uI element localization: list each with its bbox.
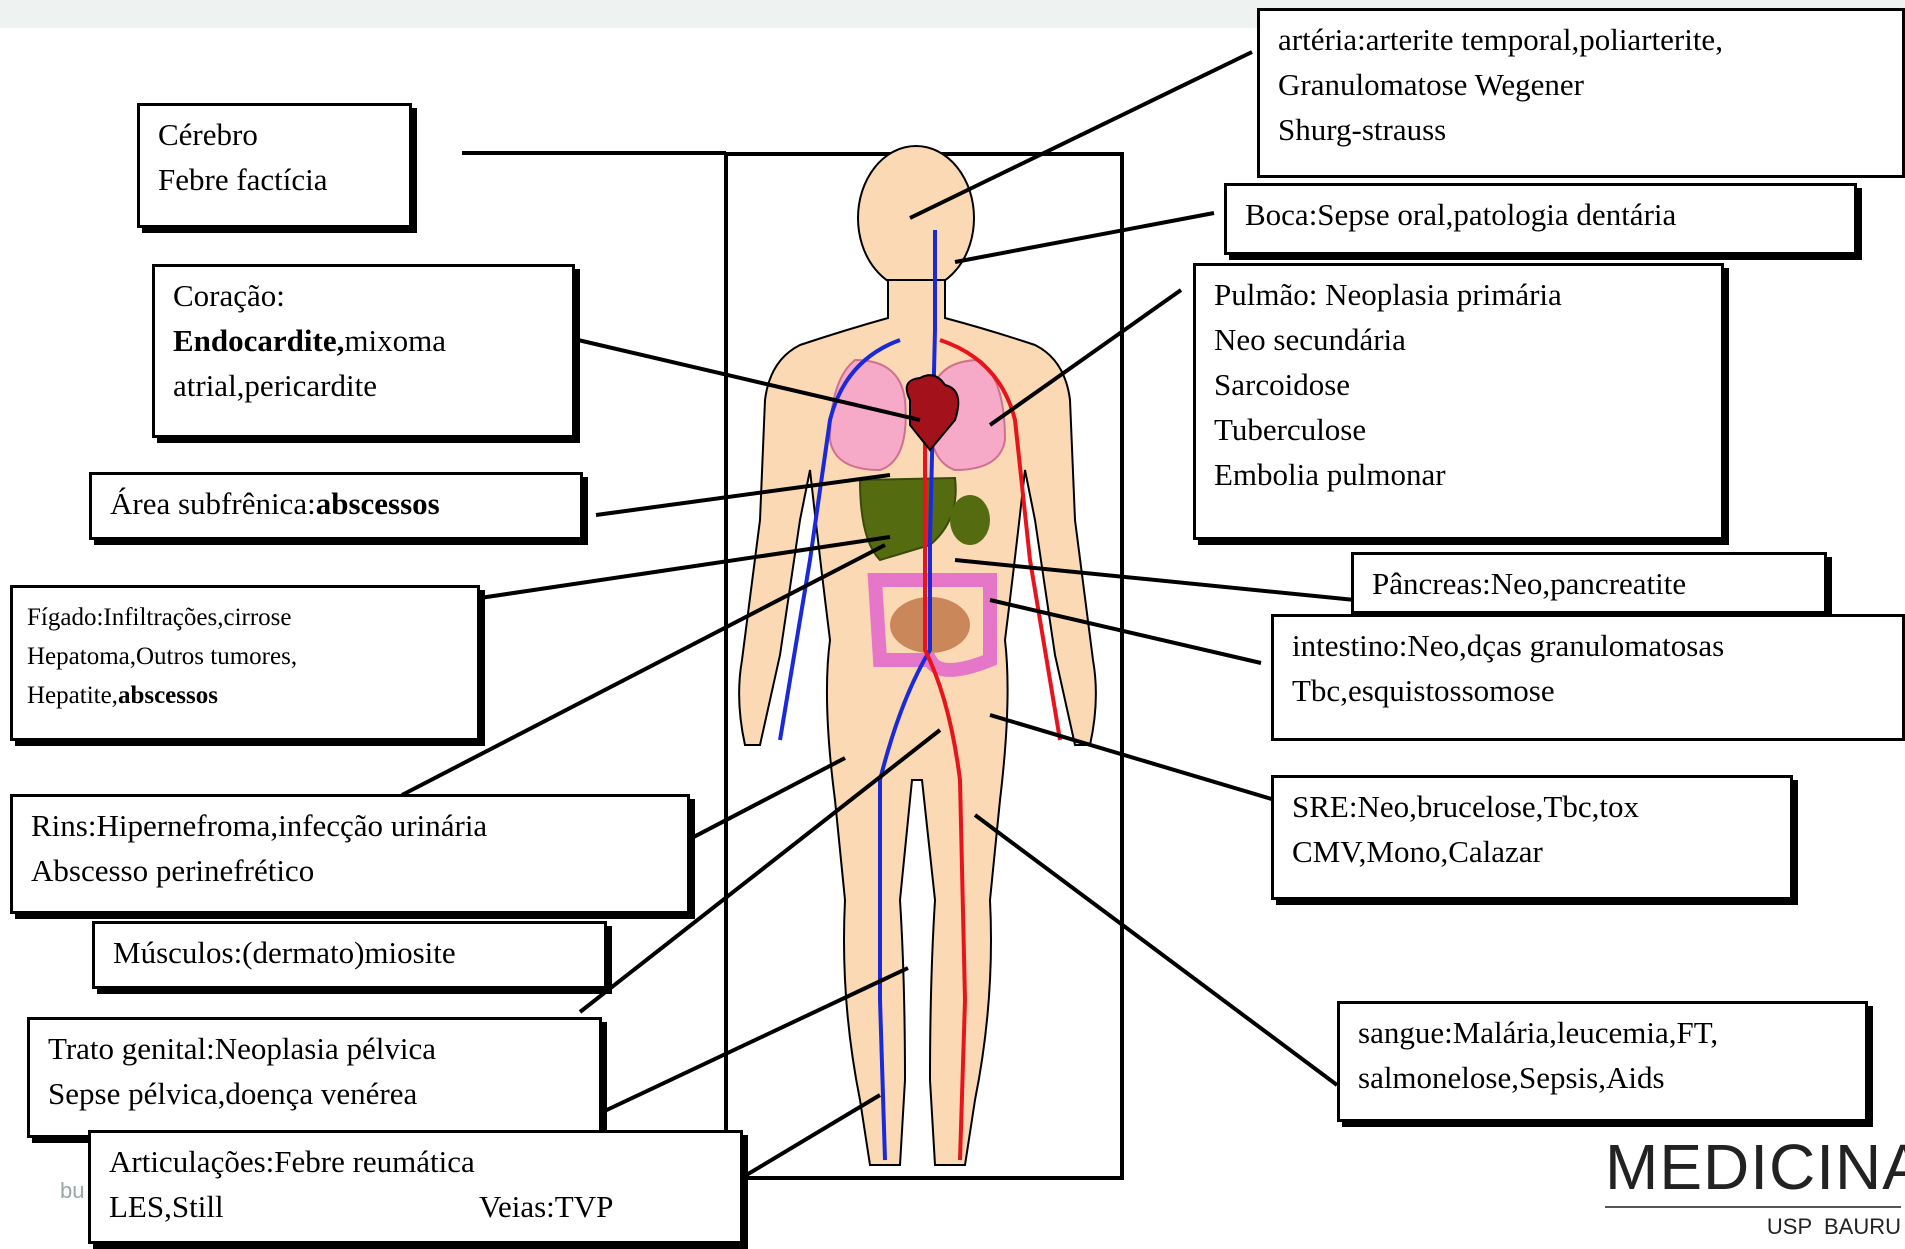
pulmao-box: Pulmão: Neoplasia primária Neo secundári… bbox=[1193, 263, 1724, 540]
genital-box: Trato genital:Neoplasia pélvica Sepse pé… bbox=[27, 1017, 602, 1138]
figado-line2: Hepatoma,Outros tumores, bbox=[27, 637, 463, 676]
figado-line3-bold: abscessos bbox=[118, 682, 218, 709]
coracao-line2-rest: mixoma bbox=[344, 323, 446, 358]
intestino-box: intestino:Neo,dças granulomatosas Tbc,es… bbox=[1271, 614, 1905, 741]
logo-sub: USP BAURU bbox=[1767, 1214, 1901, 1240]
intestino-line1: intestino:Neo,dças granulomatosas bbox=[1292, 623, 1884, 668]
cerebro-box: Cérebro Febre factícia bbox=[137, 103, 412, 228]
logo-main: MEDICINA bbox=[1605, 1130, 1905, 1204]
rins-line2: Abscesso perinefrético bbox=[31, 848, 669, 893]
genital-line1: Trato genital:Neoplasia pélvica bbox=[48, 1026, 581, 1071]
sre-box: SRE:Neo,brucelose,Tbc,tox CMV,Mono,Calaz… bbox=[1271, 775, 1793, 900]
figado-box: Fígado:Infiltrações,cirrose Hepatoma,Out… bbox=[10, 585, 480, 741]
footer-text: bu bbox=[60, 1178, 84, 1204]
pancreas-text: Pâncreas:Neo,pancreatite bbox=[1372, 566, 1686, 601]
arteria-box: artéria:arterite temporal,poliarterite, … bbox=[1257, 8, 1905, 178]
musculos-box: Músculos:(dermato)miosite bbox=[92, 921, 607, 989]
pulmao-line5: Embolia pulmonar bbox=[1214, 452, 1703, 497]
figado-line3-text: Hepatite, bbox=[27, 682, 118, 709]
sangue-box: sangue:Malária,leucemia,FT, salmonelose,… bbox=[1337, 1001, 1868, 1122]
sre-line2: CMV,Mono,Calazar bbox=[1292, 829, 1772, 874]
cerebro-line2: Febre factícia bbox=[158, 157, 391, 202]
articulacoes-line2-left: LES,Still bbox=[109, 1184, 479, 1229]
spleen bbox=[950, 495, 990, 545]
arteria-line3: Shurg-strauss bbox=[1278, 107, 1884, 152]
boca-box: Boca:Sepse oral,patologia dentária bbox=[1224, 183, 1857, 255]
pulmao-line1: Pulmão: Neoplasia primária bbox=[1214, 272, 1703, 317]
pulmao-line3: Sarcoidose bbox=[1214, 362, 1703, 407]
coracao-line2: Endocardite,mixoma bbox=[173, 318, 554, 363]
arteria-line2: Granulomatose Wegener bbox=[1278, 62, 1884, 107]
articulacoes-box: Articulações:Febre reumática LES,Still V… bbox=[88, 1130, 743, 1244]
pulmao-line2: Neo secundária bbox=[1214, 317, 1703, 362]
cerebro-line1: Cérebro bbox=[158, 112, 391, 157]
articulacoes-line1: Articulações:Febre reumática bbox=[109, 1139, 722, 1184]
coracao-line3: atrial,pericardite bbox=[173, 363, 554, 408]
figado-line3: Hepatite,abscessos bbox=[27, 676, 463, 715]
intestino-line2: Tbc,esquistossomose bbox=[1292, 668, 1884, 713]
pancreas-box: Pâncreas:Neo,pancreatite bbox=[1351, 552, 1827, 614]
rins-line1: Rins:Hipernefroma,infecção urinária bbox=[31, 803, 669, 848]
rins-box: Rins:Hipernefroma,infecção urinária Absc… bbox=[10, 794, 690, 914]
subfrenica-bold: abscessos bbox=[316, 486, 440, 521]
arteria-line1: artéria:arterite temporal,poliarterite, bbox=[1278, 17, 1884, 62]
sangue-line1: sangue:Malária,leucemia,FT, bbox=[1358, 1010, 1847, 1055]
coracao-box: Coração: Endocardite,mixoma atrial,peric… bbox=[152, 264, 575, 438]
musculos-text: Músculos:(dermato)miosite bbox=[113, 935, 456, 970]
coracao-line1: Coração: bbox=[173, 273, 554, 318]
genital-line2: Sepse pélvica,doença venérea bbox=[48, 1071, 581, 1116]
sangue-line2: salmonelose,Sepsis,Aids bbox=[1358, 1055, 1847, 1100]
figado-line1: Fígado:Infiltrações,cirrose bbox=[27, 598, 463, 637]
coracao-bold: Endocardite, bbox=[173, 323, 344, 358]
logo-rule bbox=[1605, 1206, 1901, 1208]
articulacoes-line2: LES,Still Veias:TVP bbox=[109, 1184, 722, 1229]
subfrenica-text: Área subfrênica: bbox=[110, 486, 316, 521]
pulmao-line4: Tuberculose bbox=[1214, 407, 1703, 452]
sre-line1: SRE:Neo,brucelose,Tbc,tox bbox=[1292, 784, 1772, 829]
boca-text: Boca:Sepse oral,patologia dentária bbox=[1245, 197, 1676, 232]
medicina-logo: MEDICINA USP BAURU bbox=[1605, 1130, 1905, 1249]
articulacoes-line2-right: Veias:TVP bbox=[479, 1184, 613, 1229]
subfrenica-box: Área subfrênica:abscessos bbox=[89, 472, 583, 540]
